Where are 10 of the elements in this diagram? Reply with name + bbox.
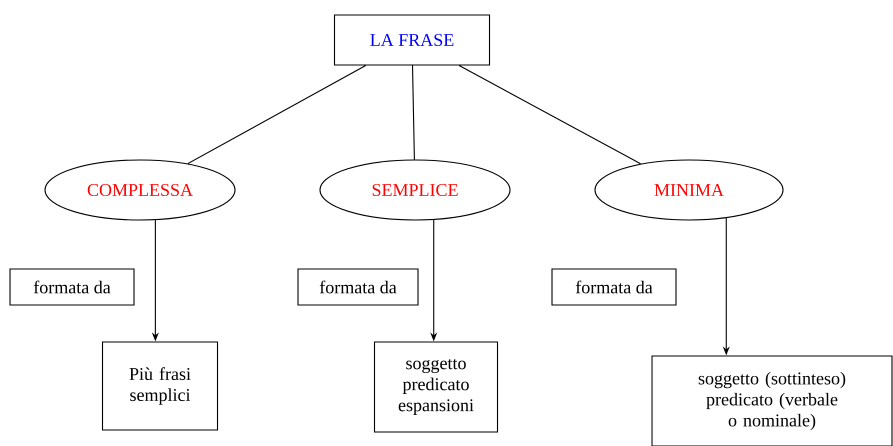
text-box: formata da <box>551 268 677 306</box>
text-box: Più frasi semplici <box>102 341 218 431</box>
text-box: formata da <box>9 268 135 306</box>
connector-line <box>188 65 366 164</box>
text-box: formata da <box>297 268 419 306</box>
text-box: soggetto predicato espansioni <box>374 341 498 433</box>
text-box: LA FRASE <box>334 14 490 66</box>
connector-line <box>458 65 641 164</box>
text-box: soggetto (sottinteso) predicato (verbale o nominale) <box>651 355 893 446</box>
connector-line <box>412 66 415 160</box>
